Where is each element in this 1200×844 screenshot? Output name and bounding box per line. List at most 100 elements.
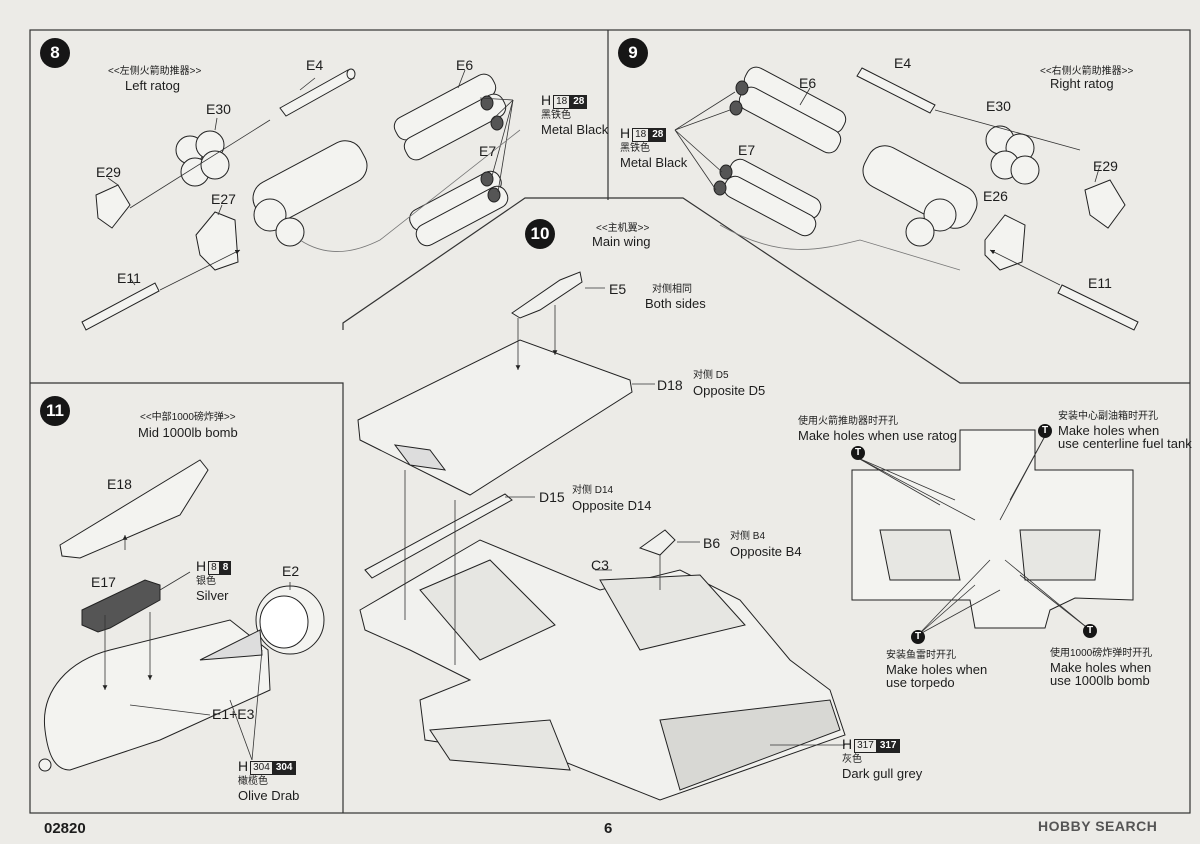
step9-part-e11: E11 xyxy=(1088,275,1112,291)
panel-frames xyxy=(29,29,1191,814)
hole-marker-bomb: T xyxy=(1083,624,1097,638)
step10-d15-cn: 对侧 D14 xyxy=(572,485,614,496)
hole-torpedo-en2: use torpedo xyxy=(886,675,955,690)
step9-title-en: Right ratog xyxy=(1050,76,1114,91)
step9-part-e6: E6 xyxy=(799,75,817,91)
step8-title-cn: <<左侧火箭助推器>> xyxy=(108,66,202,77)
step9-part-e7: E7 xyxy=(738,142,756,158)
hole-ratog-en: Make holes when use ratog xyxy=(798,428,957,443)
hole-ratog-cn: 使用火箭推助器时开孔 xyxy=(798,416,898,427)
step11-olive-cn: 橄榄色 xyxy=(238,776,268,787)
hole-leaders xyxy=(857,435,1091,636)
step-8-badge: 8 xyxy=(40,38,70,68)
hole-marker-tank: T xyxy=(1038,424,1052,438)
step10-both-en: Both sides xyxy=(645,296,706,311)
step11-silver-en: Silver xyxy=(196,588,229,603)
step10-paint-cn: 灰色 xyxy=(842,754,862,765)
step11-part-e1e3: E1+E3 xyxy=(212,706,255,722)
hole-tank-cn: 安装中心副油箱时开孔 xyxy=(1058,411,1158,422)
step-9-badge: 9 xyxy=(618,38,648,68)
step9-part-e4: E4 xyxy=(894,55,912,71)
step10-title-en: Main wing xyxy=(592,234,651,249)
paint-h-code: H xyxy=(620,125,631,141)
paint-num-outline: 18 xyxy=(553,94,571,109)
step9-paint-cn: 黑铁色 xyxy=(620,143,650,154)
paint-num-outline: 18 xyxy=(632,127,650,142)
paint-h-code: H xyxy=(541,92,552,108)
step10-b6-cn: 对侧 B4 xyxy=(730,531,766,542)
step10-d18-en: Opposite D5 xyxy=(693,383,766,398)
step11-part-e18: E18 xyxy=(107,476,132,492)
step8-part-e7: E7 xyxy=(479,143,497,159)
step11-parts xyxy=(38,459,325,772)
step10-parts xyxy=(357,271,846,801)
hole-marker-torpedo: T xyxy=(911,630,925,644)
hole-bomb-en2: use 1000lb bomb xyxy=(1050,673,1150,688)
paint-num-outline: 304 xyxy=(250,760,273,775)
step10-d18-cn: 对侧 D5 xyxy=(693,370,729,381)
step11-title-en: Mid 1000lb bomb xyxy=(138,425,238,440)
hole-tank-en1: Make holes when xyxy=(1058,423,1160,438)
step8-title-en: Left ratog xyxy=(125,78,180,93)
step8-part-e27: E27 xyxy=(211,191,236,207)
step11-part-e2: E2 xyxy=(282,563,300,579)
hole-bomb-en1: Make holes when xyxy=(1050,660,1152,675)
step10-part-c3: C3 xyxy=(591,557,609,573)
step11-title-cn: <<中部1000磅炸弹>> xyxy=(140,412,236,423)
step8-parts xyxy=(81,68,509,331)
step-11-badge: 11 xyxy=(40,396,70,426)
step8-part-e29: E29 xyxy=(96,164,121,180)
hole-torpedo-en1: Make holes when xyxy=(886,662,988,677)
step8-paint-cn: 黑铁色 xyxy=(541,110,571,121)
step8-part-e6: E6 xyxy=(456,57,474,73)
step10-part-d18: D18 xyxy=(657,377,683,393)
step11-leaders xyxy=(102,535,291,761)
step11-silver-cn: 银色 xyxy=(196,576,216,587)
hole-bomb-cn: 使用1000磅炸弹时开孔 xyxy=(1050,648,1153,659)
hole-torpedo-cn: 安装鱼雷时开孔 xyxy=(886,650,956,661)
step10-part-d15: D15 xyxy=(539,489,565,505)
paint-num-dark: 28 xyxy=(649,127,667,142)
paint-h-code: H xyxy=(196,558,207,574)
step9-part-e26: E26 xyxy=(983,188,1008,204)
hole-diagram xyxy=(851,429,1134,629)
step10-leaders xyxy=(404,287,845,746)
paint-h-code: H xyxy=(842,736,853,752)
step9-part-e29: E29 xyxy=(1093,158,1118,174)
step8-leaders xyxy=(107,69,521,291)
paint-num-outline: 317 xyxy=(854,738,877,753)
paint-num-outline: 8 xyxy=(208,560,220,575)
step8-paint-en: Metal Black xyxy=(541,122,609,137)
step9-paint-en: Metal Black xyxy=(620,155,688,170)
paint-num-dark: 8 xyxy=(219,560,232,575)
product-code: 02820 xyxy=(44,820,86,837)
step10-part-b6: B6 xyxy=(703,535,721,551)
step8-part-e4: E4 xyxy=(306,57,324,73)
step10-d15-en: Opposite D14 xyxy=(572,498,652,513)
step11-part-e17: E17 xyxy=(91,574,116,590)
hole-tank-en2: use centerline fuel tank xyxy=(1058,436,1192,451)
step9-parts xyxy=(713,66,1139,331)
watermark-brand: HOBBY SEARCH xyxy=(1038,818,1158,834)
paint-num-dark: 317 xyxy=(876,738,900,753)
page-number: 6 xyxy=(604,820,613,837)
step8-part-e30: E30 xyxy=(206,101,231,117)
step10-both-cn: 对侧相同 xyxy=(652,284,692,295)
step-10-badge: 10 xyxy=(525,219,555,249)
hole-marker-ratog: T xyxy=(851,446,865,460)
step9-title-cn: <<右侧火箭助推器>> xyxy=(1040,66,1134,77)
step9-leaders xyxy=(674,87,1101,286)
step10-part-e5: E5 xyxy=(609,281,627,297)
step8-part-e11: E11 xyxy=(117,270,141,286)
step9-part-e30: E30 xyxy=(986,98,1011,114)
step10-title-cn: <<主机翼>> xyxy=(596,223,650,234)
paint-num-dark: 28 xyxy=(570,94,588,109)
step10-b6-en: Opposite B4 xyxy=(730,544,802,559)
